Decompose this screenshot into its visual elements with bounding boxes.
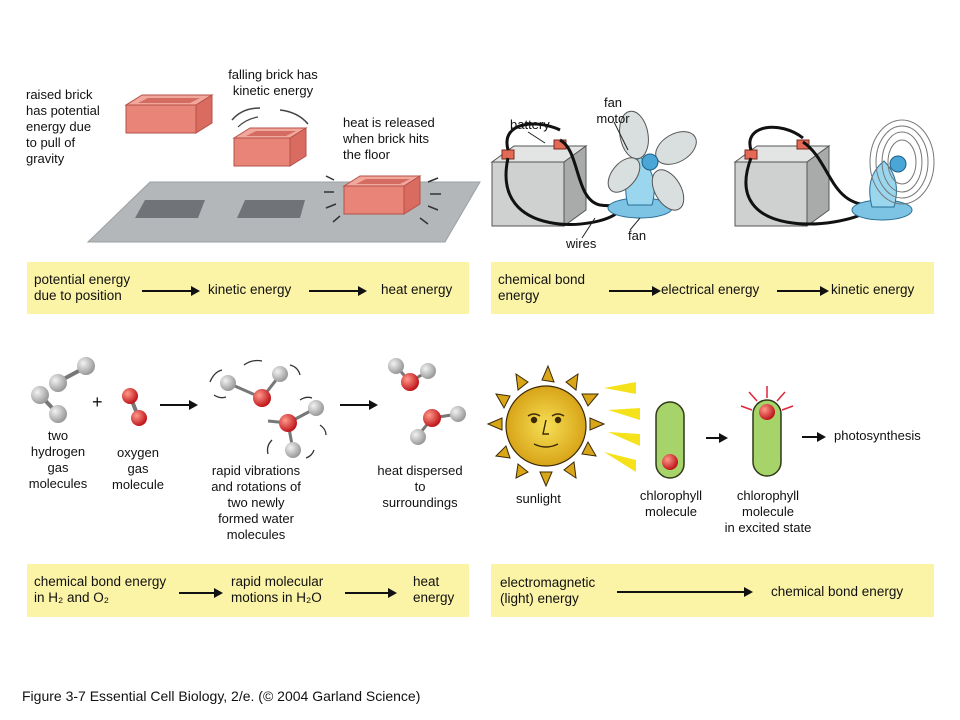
sun-face: [486, 364, 606, 488]
bar-potential-energy: potential energy due to position: [34, 272, 131, 303]
fan-motor-label: fan motor: [596, 95, 630, 126]
arrow-icon: [802, 432, 826, 442]
raised-brick: [124, 94, 214, 134]
energy-bar-battery: chemical bond energy electrical energy k…: [491, 262, 934, 314]
fan-2: [851, 119, 935, 221]
hydrogen-molecules: [31, 357, 95, 423]
bar-chemical-bond-energy: chemical bond energy: [498, 272, 586, 303]
arrow-icon: [309, 286, 367, 296]
chlorophyll-ground: [655, 401, 685, 479]
energy-bar-brick: potential energy due to position kinetic…: [27, 262, 469, 314]
bar-electromagnetic-energy: electromagnetic (light) energy: [500, 575, 596, 606]
energy-bar-molecules: chemical bond energy in H₂ and O₂ rapid …: [27, 564, 469, 617]
arrow-icon: [142, 286, 200, 296]
oxygen-molecule: [122, 388, 147, 426]
chlorophyll-label: chlorophyll molecule: [639, 488, 703, 519]
hydrogen-label: two hydrogen gas molecules: [28, 428, 88, 491]
bar-h2-o2-energy: chemical bond energy in H₂ and O₂: [34, 574, 167, 605]
bar-molecular-motions: rapid molecular motions in H₂O: [231, 574, 324, 605]
bar-heat-energy-2: heat energy: [413, 574, 455, 605]
sunlight-label: sunlight: [516, 491, 561, 506]
arrow-icon: [340, 400, 378, 410]
leader-lines: [527, 121, 641, 239]
arrow-icon: [609, 286, 661, 296]
wires-label: wires: [566, 236, 597, 251]
brick-shadow-2: [237, 200, 305, 218]
fan-label: fan: [628, 228, 647, 243]
energy-bar-sunlight: electromagnetic (light) energy chemical …: [491, 564, 934, 617]
arrow-icon: [617, 587, 753, 597]
arrow-icon: [179, 588, 223, 598]
floor-brick: [324, 175, 441, 225]
heat-dispersed-label: heat dispersed to surroundings: [377, 463, 463, 510]
raised-brick-label: raised brick has potential energy due to…: [26, 87, 100, 166]
light-rays: [604, 382, 640, 472]
oxygen-label: oxygen gas molecule: [111, 445, 165, 492]
vibrations-label: rapid vibrations and rotations of two ne…: [211, 463, 301, 542]
bar-kinetic-energy-2: kinetic energy: [831, 282, 915, 297]
brick-scene: [86, 94, 481, 243]
battery-fan-scene-2: [733, 119, 935, 227]
arrow-icon: [777, 286, 829, 296]
arrow-icon: [706, 433, 728, 443]
photosynthesis-label: photosynthesis: [834, 428, 921, 443]
arrow-icon: [160, 400, 198, 410]
falling-brick-label: falling brick has kinetic energy: [228, 67, 318, 98]
dispersed-water: [388, 358, 466, 445]
battery-fan-scene-1: [490, 110, 697, 227]
plus-sign: +: [92, 392, 103, 412]
battery-label: battery: [510, 117, 550, 132]
falling-brick: [231, 107, 309, 167]
heat-released-label: heat is released when brick hits the flo…: [343, 115, 435, 162]
figure-caption: Figure 3-7 Essential Cell Biology, 2/e. …: [22, 688, 421, 704]
bar-kinetic-energy: kinetic energy: [208, 282, 292, 297]
arrow-icon: [345, 588, 397, 598]
vibrating-water: [209, 359, 327, 459]
fan-1: [607, 110, 697, 219]
bar-heat-energy: heat energy: [381, 282, 453, 297]
chlorophyll-excited-label: chlorophyll molecule in excited state: [724, 488, 812, 535]
bar-electrical-energy: electrical energy: [661, 282, 760, 297]
chlorophyll-excited: [740, 386, 794, 477]
bar-chemical-bond-energy-2: chemical bond energy: [771, 584, 904, 599]
brick-shadow-1: [135, 200, 205, 218]
